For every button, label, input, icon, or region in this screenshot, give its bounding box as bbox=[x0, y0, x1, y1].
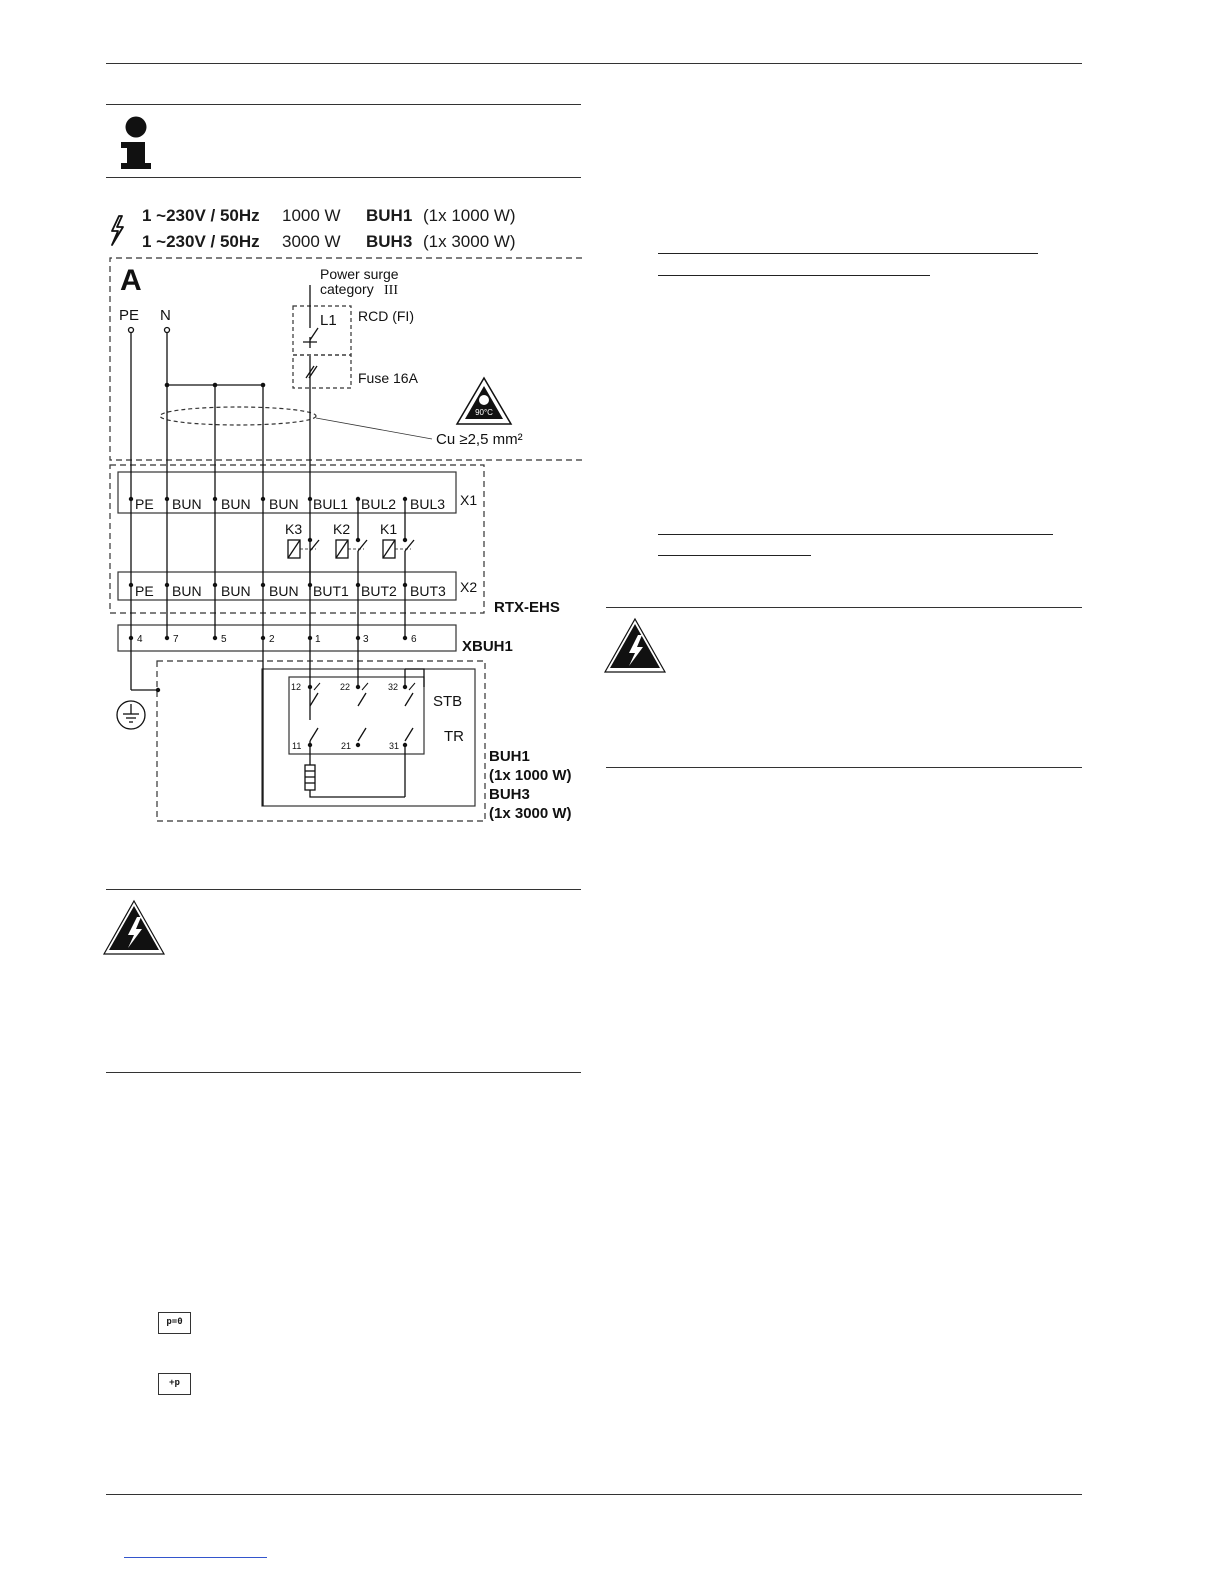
spec-row-2-model: BUH3 bbox=[366, 232, 413, 251]
svg-text:K1: K1 bbox=[380, 521, 397, 537]
svg-text:X1: X1 bbox=[460, 492, 477, 508]
link-underline-2 bbox=[658, 275, 930, 276]
warning-note-top-rule bbox=[106, 889, 581, 890]
svg-text:3: 3 bbox=[363, 634, 369, 645]
svg-text:A: A bbox=[120, 264, 142, 297]
svg-text:PE: PE bbox=[119, 307, 139, 324]
svg-text:XBUH1: XBUH1 bbox=[462, 638, 513, 655]
svg-text:6: 6 bbox=[411, 634, 417, 645]
svg-text:BUH3: BUH3 bbox=[489, 786, 530, 803]
svg-text:7: 7 bbox=[173, 634, 179, 645]
spec-row-1-model: BUH1 bbox=[366, 206, 413, 225]
svg-text:BUN: BUN bbox=[221, 583, 251, 599]
svg-text:K3: K3 bbox=[285, 521, 302, 537]
svg-text:PE: PE bbox=[135, 496, 154, 512]
spec-row-2-detail: (1x 3000 W) bbox=[423, 232, 516, 251]
svg-text:BUH1: BUH1 bbox=[489, 748, 530, 765]
svg-text:(1x 3000 W): (1x 3000 W) bbox=[489, 805, 572, 822]
svg-text:11: 11 bbox=[292, 741, 301, 751]
svg-text:5: 5 bbox=[221, 634, 227, 645]
svg-text:N: N bbox=[160, 307, 171, 324]
svg-text:BUN: BUN bbox=[172, 583, 202, 599]
cable-bundle bbox=[159, 406, 317, 426]
right-warning-top-rule bbox=[606, 607, 1082, 608]
svg-text:Cu ≥2,5 mm²: Cu ≥2,5 mm² bbox=[436, 431, 523, 448]
supply-frame bbox=[109, 257, 582, 461]
pressure-increase-icon: +p bbox=[158, 1373, 191, 1395]
rtx-frame bbox=[109, 464, 485, 614]
link-underline-1 bbox=[658, 253, 1038, 254]
svg-text:32: 32 bbox=[388, 682, 398, 692]
svg-text:L1: L1 bbox=[320, 312, 337, 329]
svg-text:22: 22 bbox=[340, 682, 350, 692]
footer-rule bbox=[106, 1494, 1082, 1495]
info-note-top-rule bbox=[106, 104, 581, 105]
x2-strip bbox=[117, 571, 457, 601]
xbuh1-strip bbox=[117, 624, 457, 652]
svg-text:BUL1: BUL1 bbox=[313, 496, 348, 512]
svg-text:21: 21 bbox=[341, 741, 351, 751]
svg-text:X2: X2 bbox=[460, 579, 477, 595]
buh-frame bbox=[156, 660, 486, 822]
right-warning-bottom-rule bbox=[606, 767, 1082, 768]
svg-text:Fuse 16A: Fuse 16A bbox=[358, 370, 419, 386]
spec-row-1-detail: (1x 1000 W) bbox=[423, 206, 516, 225]
svg-text:RTX-EHS: RTX-EHS bbox=[494, 599, 560, 616]
svg-text:category: category bbox=[320, 281, 374, 297]
spec-row-2: 1 ~230V / 50Hz 3000 W BUH3 (1x 3000 W) bbox=[142, 232, 516, 252]
svg-text:90°C: 90°C bbox=[475, 408, 493, 417]
fuse-frame bbox=[292, 354, 352, 389]
svg-text:PE: PE bbox=[135, 583, 154, 599]
svg-text:BUN: BUN bbox=[221, 496, 251, 512]
svg-text:4: 4 bbox=[137, 634, 143, 645]
svg-text:RCD (FI): RCD (FI) bbox=[358, 308, 414, 324]
x1-strip bbox=[117, 471, 457, 514]
svg-text:BUL2: BUL2 bbox=[361, 496, 396, 512]
warning-note-bottom-rule bbox=[106, 1072, 581, 1073]
spec-row-1: 1 ~230V / 50Hz 1000 W BUH1 (1x 1000 W) bbox=[142, 206, 516, 226]
heater-box bbox=[261, 668, 476, 807]
svg-text:BUT1: BUT1 bbox=[313, 583, 349, 599]
spec-row-1-supply: 1 ~230V / 50Hz bbox=[142, 206, 260, 225]
stb-box bbox=[288, 676, 425, 755]
pressure-increase-label: +p bbox=[169, 1378, 180, 1388]
svg-text:BUN: BUN bbox=[269, 583, 299, 599]
hot-surface-icon: 90°C bbox=[455, 376, 513, 425]
svg-text:BUL3: BUL3 bbox=[410, 496, 445, 512]
svg-text:III: III bbox=[384, 283, 398, 298]
link-underline-4 bbox=[658, 555, 811, 556]
svg-text:31: 31 bbox=[389, 741, 399, 751]
svg-text:Power surge: Power surge bbox=[320, 266, 399, 282]
header-rule bbox=[106, 63, 1082, 64]
svg-text:BUT3: BUT3 bbox=[410, 583, 446, 599]
svg-text:STB: STB bbox=[433, 693, 462, 710]
spec-row-2-power: 3000 W bbox=[282, 232, 341, 251]
svg-text:(1x 1000 W): (1x 1000 W) bbox=[489, 767, 572, 784]
spec-row-2-supply: 1 ~230V / 50Hz bbox=[142, 232, 260, 251]
svg-text:BUT2: BUT2 bbox=[361, 583, 397, 599]
svg-text:TR: TR bbox=[444, 728, 464, 745]
svg-text:12: 12 bbox=[291, 682, 301, 692]
info-note-bottom-rule bbox=[106, 177, 581, 178]
svg-text:1: 1 bbox=[315, 634, 321, 645]
link-underline-3 bbox=[658, 534, 1053, 535]
footer-link-underline[interactable] bbox=[124, 1557, 267, 1558]
pressure-zero-icon: p=0 bbox=[158, 1312, 191, 1334]
svg-text:BUN: BUN bbox=[172, 496, 202, 512]
svg-text:BUN: BUN bbox=[269, 496, 299, 512]
svg-text:K2: K2 bbox=[333, 521, 350, 537]
spec-row-1-power: 1000 W bbox=[282, 206, 341, 225]
svg-text:2: 2 bbox=[269, 634, 275, 645]
